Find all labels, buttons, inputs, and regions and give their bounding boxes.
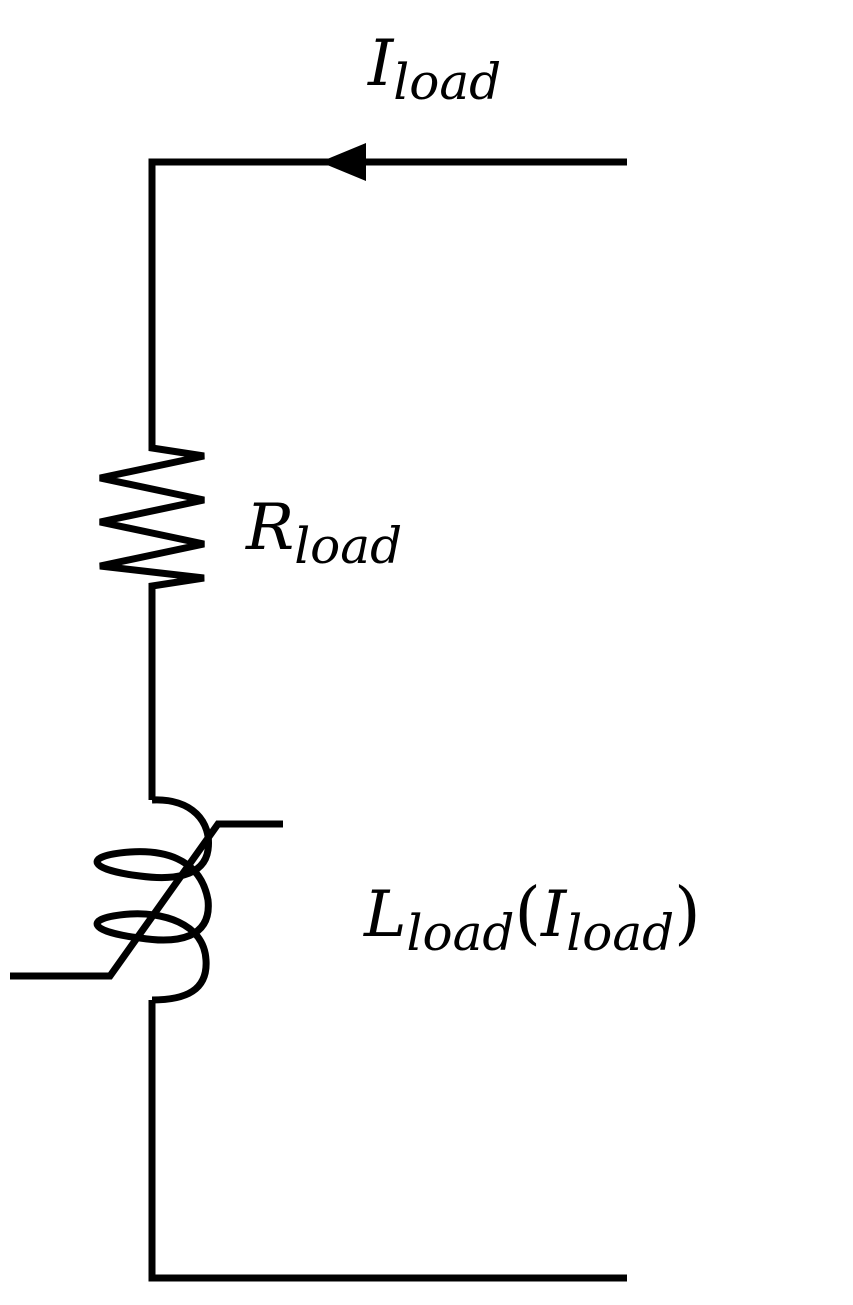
inductor-label-open-paren: ( <box>514 874 541 953</box>
inductor-label-sub: load <box>406 904 515 962</box>
inductor-label-arg-sub: load <box>566 904 675 962</box>
resistor-label-sub: load <box>294 517 403 575</box>
current-label-main: I <box>368 27 394 101</box>
nonlinear-indicator-symbol <box>10 820 283 980</box>
resistor-label: Rload <box>246 496 402 571</box>
inductor-label-close-paren: ) <box>674 874 701 953</box>
current-arrow-icon <box>320 143 366 181</box>
current-label: Iload <box>368 32 501 107</box>
resistor-label-main: R <box>246 491 295 565</box>
inductor-coil-symbol <box>93 796 212 1004</box>
resistor-symbol <box>99 440 205 592</box>
current-label-sub: load <box>393 53 502 111</box>
inductor-label-main: L <box>364 878 407 952</box>
top-wire <box>148 158 627 440</box>
inductor-label-arg-main: I <box>540 878 567 952</box>
inductor-label: Lload(Iload) <box>364 880 701 959</box>
bottom-wire <box>148 1000 627 1282</box>
